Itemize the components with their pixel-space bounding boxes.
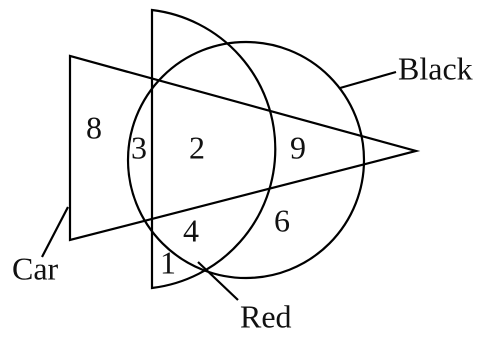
car-set-label: Car <box>12 250 59 286</box>
region-black-only: 6 <box>274 202 290 238</box>
red-set-label: Red <box>240 298 292 334</box>
black-set-label: Black <box>398 50 473 86</box>
red-leader-line <box>197 261 239 301</box>
region-car-black: 9 <box>290 129 306 165</box>
region-red-black: 4 <box>183 212 199 248</box>
region-car-only: 8 <box>86 109 102 145</box>
region-red-only: 1 <box>160 244 176 280</box>
red-set-half-disc <box>150 8 277 290</box>
black-leader-line <box>339 70 397 90</box>
car-set-triangle <box>68 54 421 242</box>
car-leader-line <box>41 206 69 258</box>
region-car-red: 3 <box>131 129 147 165</box>
black-set-circle <box>126 40 366 280</box>
region-car-red-black: 2 <box>189 129 205 165</box>
